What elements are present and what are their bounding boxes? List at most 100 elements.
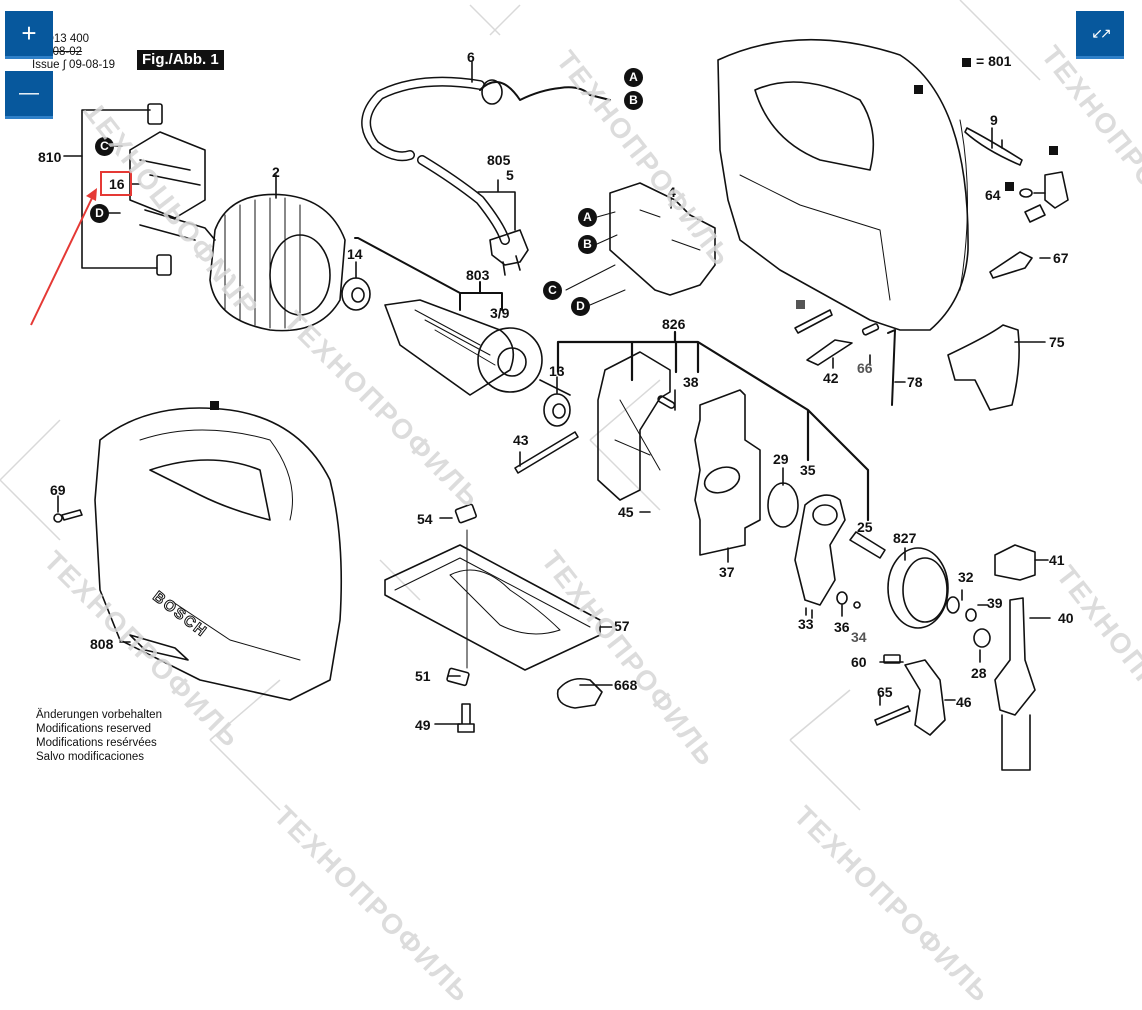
part-label-36[interactable]: 36 bbox=[834, 619, 850, 635]
part-label-810[interactable]: 810 bbox=[38, 149, 62, 165]
marker-801-square-icon bbox=[210, 401, 219, 410]
minus-icon: — bbox=[19, 82, 39, 104]
legend: = 801 bbox=[962, 53, 1011, 69]
clip-34 bbox=[853, 601, 861, 609]
part-label-5[interactable]: 5 bbox=[506, 167, 514, 183]
washer-32 bbox=[946, 596, 960, 614]
plunger-40 bbox=[994, 597, 1036, 716]
background-watermark-lines bbox=[0, 0, 1041, 811]
part-label-41[interactable]: 41 bbox=[1049, 552, 1065, 568]
collapse-arrows-icon: ↙↗ bbox=[1091, 25, 1111, 41]
bracket-826 bbox=[556, 330, 870, 522]
part-label-42[interactable]: 42 bbox=[823, 370, 839, 386]
exploded-view-drawing bbox=[0, 0, 1069, 811]
connector-d: D bbox=[571, 297, 590, 316]
plug bbox=[489, 229, 529, 276]
part-label-60[interactable]: 60 bbox=[851, 654, 867, 670]
part-label-32[interactable]: 32 bbox=[958, 569, 974, 585]
exit-fullscreen-button[interactable]: ↙↗ bbox=[1076, 11, 1124, 59]
washer-29 bbox=[767, 482, 799, 528]
part-label-51[interactable]: 51 bbox=[415, 668, 431, 684]
gear-827 bbox=[887, 547, 949, 629]
key-78 bbox=[887, 329, 896, 406]
part-label-827[interactable]: 827 bbox=[893, 530, 917, 546]
bracket-803 bbox=[354, 237, 503, 311]
figure-label: Fig./Abb. 1 bbox=[137, 50, 224, 70]
part-label-826[interactable]: 826 bbox=[662, 316, 686, 332]
washer-36 bbox=[836, 591, 848, 605]
connector-c: C bbox=[543, 281, 562, 300]
part-label-34[interactable]: 34 bbox=[851, 629, 867, 645]
part-label-28[interactable]: 28 bbox=[971, 665, 987, 681]
part-label-40[interactable]: 40 bbox=[1058, 610, 1074, 626]
part-label-57[interactable]: 57 bbox=[614, 618, 630, 634]
part-label-808[interactable]: 808 bbox=[90, 636, 114, 652]
part-label-43[interactable]: 43 bbox=[513, 432, 529, 448]
part-label-39[interactable]: 39 bbox=[987, 595, 1003, 611]
lever-33 bbox=[794, 494, 846, 606]
notice-line-de: Änderungen vorbehalten bbox=[36, 709, 162, 721]
plate-54 bbox=[454, 503, 477, 524]
part-label-75[interactable]: 75 bbox=[1049, 334, 1065, 350]
part-label-45[interactable]: 45 bbox=[618, 504, 634, 520]
lever-42 bbox=[806, 339, 853, 366]
part-label-66[interactable]: 66 bbox=[857, 360, 873, 376]
switch-4 bbox=[609, 182, 716, 296]
marker-801-square-icon bbox=[796, 300, 805, 309]
pin-65 bbox=[874, 705, 911, 726]
screw-49 bbox=[457, 703, 475, 733]
part-label-65[interactable]: 65 bbox=[877, 684, 893, 700]
struck-date: 08-02 bbox=[52, 46, 83, 58]
zoom-in-button[interactable]: + bbox=[5, 11, 53, 59]
notice-line-es: Salvo modificaciones bbox=[36, 751, 145, 763]
bracket-810 bbox=[81, 109, 158, 269]
part-label-14[interactable]: 14 bbox=[347, 246, 363, 262]
connector-a: A bbox=[578, 208, 597, 227]
part-label-3-9[interactable]: 3/9 bbox=[490, 305, 510, 321]
part-label-9[interactable]: 9 bbox=[990, 112, 998, 128]
baseplate-57 bbox=[384, 544, 601, 671]
highlighted-part-box bbox=[100, 171, 132, 196]
cover-668 bbox=[556, 677, 603, 709]
part-label-13[interactable]: 13 bbox=[549, 363, 565, 379]
part-label-803[interactable]: 803 bbox=[466, 267, 490, 283]
part-label-67[interactable]: 67 bbox=[1053, 250, 1069, 266]
roller-support-46 bbox=[904, 659, 946, 736]
notice-line-en: Modifications reserved bbox=[36, 723, 152, 735]
part-label-25[interactable]: 25 bbox=[857, 519, 873, 535]
bearing-14 bbox=[341, 277, 371, 311]
marker-801-square-icon bbox=[1005, 182, 1014, 191]
zoom-out-button[interactable]: — bbox=[5, 71, 53, 119]
part-label-4[interactable]: 4 bbox=[668, 184, 676, 200]
part-label-668[interactable]: 668 bbox=[614, 677, 638, 693]
highlight-arrow bbox=[30, 188, 97, 326]
issue-line: Issue ∫ 09-08-19 bbox=[32, 59, 116, 71]
part-label-35[interactable]: 35 bbox=[800, 462, 816, 478]
part-label-69[interactable]: 69 bbox=[50, 482, 66, 498]
cover-75 bbox=[947, 324, 1020, 411]
knob bbox=[1044, 171, 1069, 209]
part-label-805[interactable]: 805 bbox=[487, 152, 511, 168]
brush-holder bbox=[129, 131, 216, 241]
connector-b: B bbox=[578, 235, 597, 254]
part-label-54[interactable]: 54 bbox=[417, 511, 433, 527]
clip-66 bbox=[861, 323, 880, 336]
part-label-46[interactable]: 46 bbox=[956, 694, 972, 710]
pin-801 bbox=[794, 309, 833, 334]
issue-date: 09-08-19 bbox=[69, 59, 116, 71]
part-label-78[interactable]: 78 bbox=[907, 374, 923, 390]
clamp-41 bbox=[994, 544, 1036, 581]
part-label-2[interactable]: 2 bbox=[272, 164, 280, 180]
part-label-33[interactable]: 33 bbox=[798, 616, 814, 632]
part-label-16[interactable]: 16 bbox=[109, 176, 125, 192]
part-label-49[interactable]: 49 bbox=[415, 717, 431, 733]
part-label-6[interactable]: 6 bbox=[467, 49, 475, 65]
roller-28 bbox=[973, 628, 991, 648]
part-label-37[interactable]: 37 bbox=[719, 564, 735, 580]
housing-right-half bbox=[717, 38, 969, 331]
part-label-64[interactable]: 64 bbox=[985, 187, 1001, 203]
part-label-29[interactable]: 29 bbox=[773, 451, 789, 467]
part-label-38[interactable]: 38 bbox=[683, 374, 699, 390]
pin-43 bbox=[514, 431, 579, 474]
